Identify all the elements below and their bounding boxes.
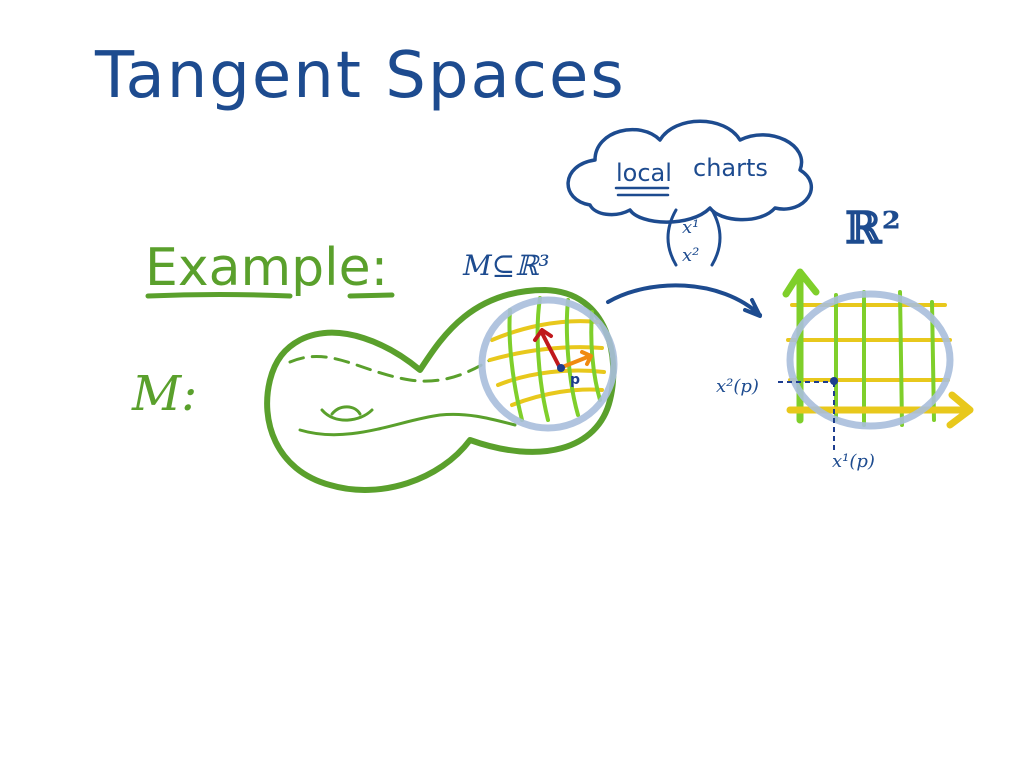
target-space-label: ℝ² — [845, 203, 901, 254]
tangent-vector-orange — [558, 350, 593, 370]
manifold-label: M: — [131, 366, 197, 422]
example-underline — [145, 292, 395, 299]
point-p-dot — [557, 364, 565, 372]
coordinate-x2-label: x²(p) — [716, 376, 759, 397]
patch-circle — [478, 296, 618, 432]
r2-green-lines — [834, 290, 936, 427]
patch-green-lines — [507, 296, 602, 422]
point-p-label: p — [570, 372, 580, 388]
cloud-word-local: local — [616, 159, 672, 187]
chart-image-in-r2 — [778, 268, 974, 450]
vector-left-paren — [666, 208, 678, 267]
r2-chart-circle — [786, 290, 954, 430]
thought-cloud — [566, 119, 814, 224]
manifold-hole — [320, 405, 374, 422]
vector-entry-x2: x² — [682, 245, 699, 266]
local-underline — [614, 186, 670, 197]
manifold-surface-outline — [264, 287, 617, 493]
vector-right-paren — [710, 208, 722, 267]
r2-coordinate-dashes — [778, 381, 835, 450]
page-title: Tangent Spaces — [94, 39, 626, 113]
manifold-inner-curve — [298, 412, 517, 437]
manifold-chart-patch — [478, 296, 618, 432]
example-label: Example: — [145, 238, 388, 298]
cloud-word-charts: charts — [693, 154, 768, 182]
r2-point-dot — [830, 377, 838, 385]
vector-entry-x1: x¹ — [682, 217, 699, 238]
coordinate-x1-label: x¹(p) — [832, 451, 875, 472]
chart-map-arrow — [606, 283, 762, 318]
manifold-embedding-label: M⊆ℝ³ — [462, 249, 550, 282]
patch-yellow-lines — [488, 319, 606, 407]
manifold-dashed-fold — [288, 355, 492, 383]
tangent-vector-red — [533, 328, 562, 370]
